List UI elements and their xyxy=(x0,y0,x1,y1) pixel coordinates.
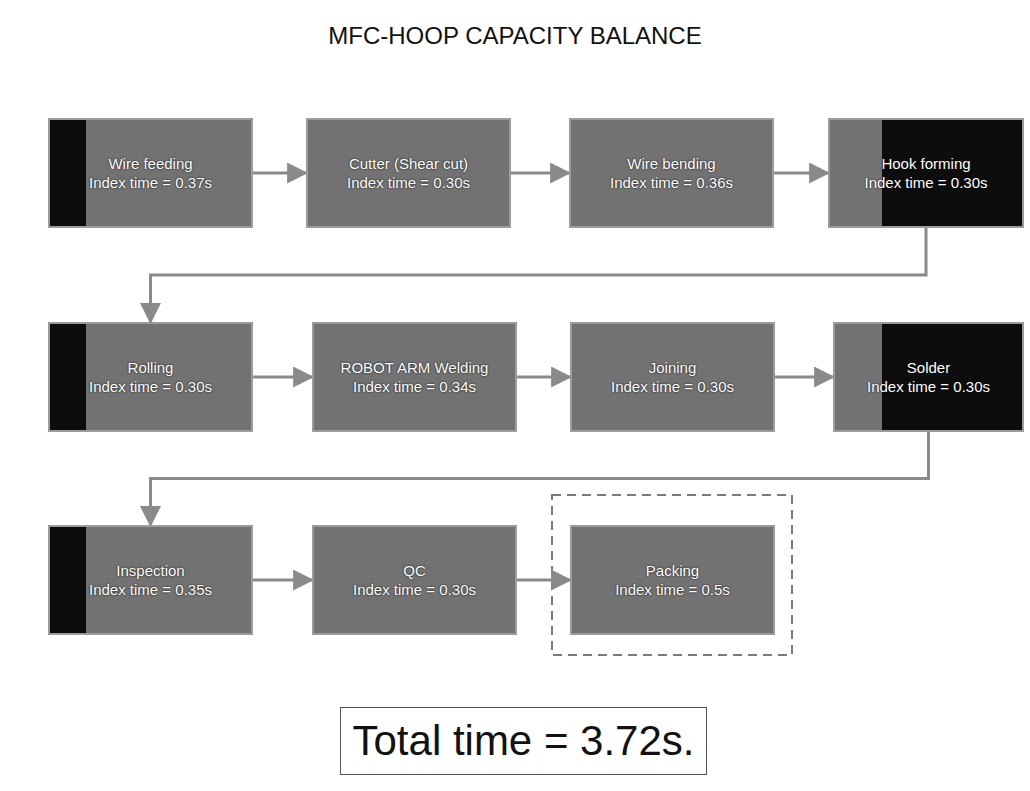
node-text: Index time = 0.34s xyxy=(353,377,476,397)
capacity-fill xyxy=(835,324,882,430)
process-box: Cutter (Shear cut)Index time = 0.30s xyxy=(306,118,511,228)
process-box: InspectionIndex time = 0.35s xyxy=(48,525,253,635)
node-text: Cutter (Shear cut) xyxy=(349,154,468,174)
diagram-title: MFC-HOOP CAPACITY BALANCE xyxy=(0,22,1030,50)
flow-arrow xyxy=(253,579,312,582)
flow-arrow xyxy=(774,172,828,175)
capacity-fill xyxy=(308,120,509,226)
node-text: Packing xyxy=(646,561,699,581)
capacity-fill xyxy=(572,324,773,430)
process-box: QCIndex time = 0.30s xyxy=(312,525,517,635)
process-box: ROBOT ARM WeldingIndex time = 0.34s xyxy=(312,322,517,432)
capacity-fill xyxy=(571,120,772,226)
process-box: Wire bendingIndex time = 0.36s xyxy=(569,118,774,228)
node-text: ROBOT ARM Welding xyxy=(341,358,489,378)
flow-arrow xyxy=(253,172,306,175)
capacity-fill xyxy=(314,324,515,430)
flow-arrow xyxy=(517,579,570,582)
flow-arrow xyxy=(151,432,929,525)
node-text: Index time = 0.30s xyxy=(867,377,990,397)
capacity-fill xyxy=(86,527,251,633)
node-text: QC xyxy=(403,561,426,581)
capacity-fill xyxy=(314,527,515,633)
node-text: Solder xyxy=(907,358,950,378)
node-text: Index time = 0.36s xyxy=(610,173,733,193)
process-box: JoiningIndex time = 0.30s xyxy=(570,322,775,432)
capacity-fill xyxy=(830,120,882,226)
node-text: Hook forming xyxy=(881,154,970,174)
node-text: Index time = 0.30s xyxy=(89,377,212,397)
dashed-frame xyxy=(552,495,792,655)
node-text: Wire feeding xyxy=(108,154,192,174)
flow-arrow xyxy=(511,172,569,175)
process-box: Wire feedingIndex time = 0.37s xyxy=(48,118,253,228)
flow-arrow xyxy=(517,376,570,379)
process-box: Hook formingIndex time = 0.30s xyxy=(828,118,1024,228)
node-text: Index time = 0.30s xyxy=(353,580,476,600)
node-text: Index time = 0.37s xyxy=(89,173,212,193)
node-text: Index time = 0.5s xyxy=(615,580,730,600)
process-box: SolderIndex time = 0.30s xyxy=(833,322,1024,432)
node-text: Inspection xyxy=(116,561,184,581)
node-text: Joining xyxy=(649,358,697,378)
node-text: Index time = 0.35s xyxy=(89,580,212,600)
process-box: PackingIndex time = 0.5s xyxy=(570,525,775,635)
flow-arrow xyxy=(253,376,312,379)
process-box: RollingIndex time = 0.30s xyxy=(48,322,253,432)
total-box: Total time = 3.72s. xyxy=(340,707,707,775)
flow-arrow xyxy=(151,228,927,322)
flow-arrow xyxy=(775,376,833,379)
node-text: Wire bending xyxy=(627,154,715,174)
node-text: Rolling xyxy=(128,358,174,378)
capacity-fill xyxy=(572,527,773,633)
capacity-fill xyxy=(86,120,251,226)
capacity-fill xyxy=(86,324,251,430)
node-text: Index time = 0.30s xyxy=(347,173,470,193)
node-text: Index time = 0.30s xyxy=(865,173,988,193)
node-text: Index time = 0.30s xyxy=(611,377,734,397)
node-text: Total time = 3.72s. xyxy=(353,717,695,765)
